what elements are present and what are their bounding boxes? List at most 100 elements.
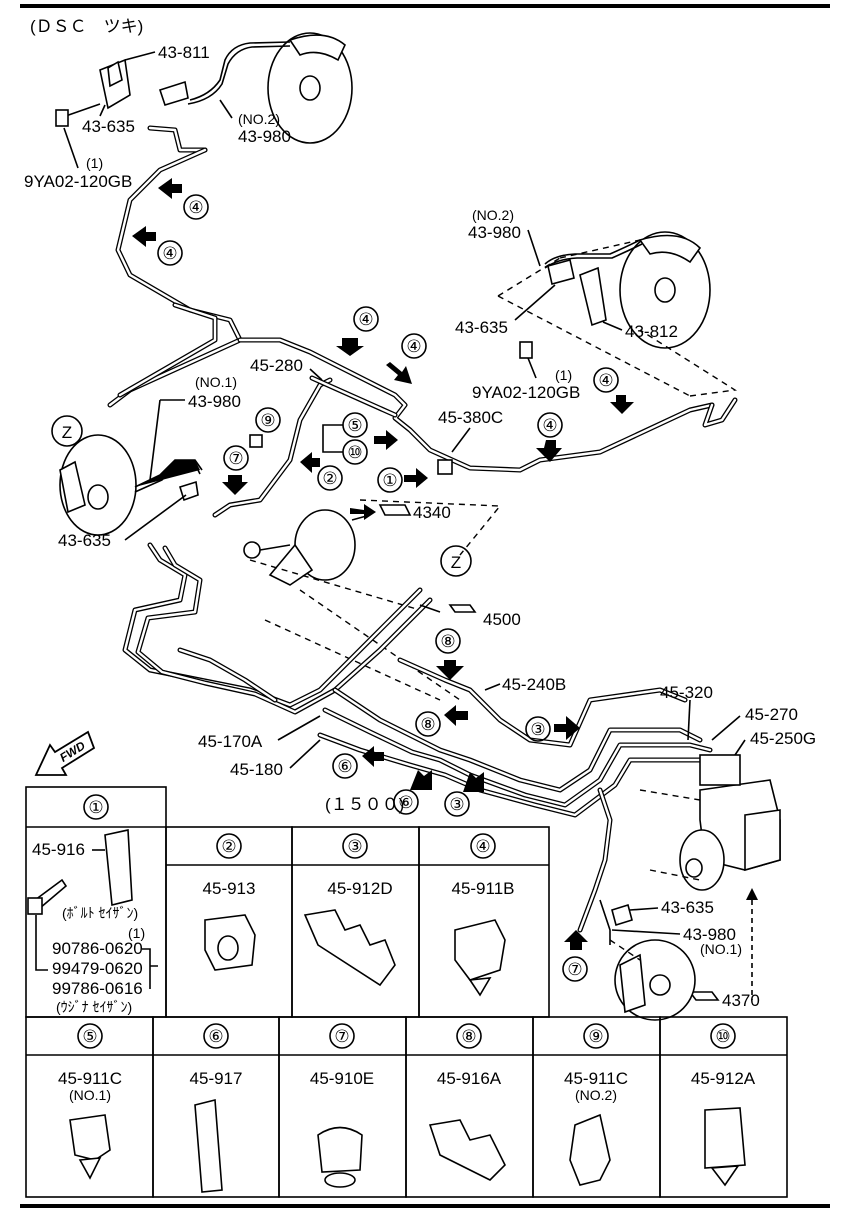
arrow-7-a: [222, 475, 248, 495]
ref-4340: 4340: [413, 503, 451, 522]
callout-6: ⑥: [398, 793, 413, 812]
clip-45-912d-shape: [303, 909, 396, 987]
table-num-7: ⑦: [334, 1027, 349, 1046]
ref-4370: 4370: [722, 991, 760, 1010]
label-1500: (１５００): [325, 795, 404, 814]
label-9ya02-b: 9YA02-120GB: [472, 383, 580, 402]
label-45-170a: 45-170A: [198, 732, 263, 751]
leader: [219, 99, 233, 119]
label-43-980-d: 43-980: [683, 925, 736, 944]
label-43-635-c: 43-635: [58, 531, 111, 550]
ref-4500: 4500: [483, 610, 521, 629]
zone-z-right: Z: [451, 553, 461, 572]
label-43-980-b-no: (NO.2): [472, 207, 514, 223]
leader: [99, 104, 106, 117]
callout-2: ②: [322, 469, 337, 488]
table-num-10: ⑩: [715, 1027, 730, 1046]
zone-z-left: Z: [62, 423, 72, 442]
label-43-980-a: 43-980: [238, 127, 291, 146]
table-part-45-911b: 45-911B: [451, 879, 514, 898]
table-part-45-911c-1: 45-911C: [58, 1069, 122, 1088]
callout-9: ⑨: [260, 411, 275, 430]
label-45-250g: 45-250G: [750, 729, 816, 748]
clip-45-917-shape: [194, 1098, 223, 1193]
table-num-5: ⑤: [82, 1027, 97, 1046]
table-code-2: 99479-0620: [52, 959, 143, 978]
parts-table: [25, 786, 788, 1198]
table-qty: (1): [128, 925, 145, 941]
label-45-240b: 45-240B: [502, 675, 566, 694]
callout-4: ④: [542, 416, 557, 435]
callout-5: ⑤: [347, 416, 362, 435]
table-part-45-917: 45-917: [190, 1069, 243, 1088]
table-num-9: ⑨: [588, 1027, 603, 1046]
callout-8: ⑧: [440, 632, 455, 651]
clip-45-916a-shape: [428, 1119, 506, 1181]
diagram-title: (ＤＳＣ ツキ): [30, 17, 143, 36]
label-45-270: 45-270: [745, 705, 798, 724]
arrow-4-b: [132, 226, 156, 247]
label-45-380c: 45-380C: [438, 408, 503, 427]
brake-assembly-rear-right: [599, 899, 696, 1021]
brake-assembly-front-left: [55, 32, 353, 153]
leader: [527, 229, 541, 267]
callout-3: ③: [449, 795, 464, 814]
table-num-3: ③: [347, 837, 362, 856]
label-9ya02-a: 9YA02-120GB: [24, 172, 132, 191]
brake-assembly-front-right: [519, 231, 711, 359]
arrow-2: [300, 452, 320, 473]
clip-45-911b-shape: [454, 919, 506, 981]
table-num-8: ⑧: [461, 1027, 476, 1046]
table-code-3: 99786-0616: [52, 979, 143, 998]
clip-45-916-shape: [104, 829, 133, 907]
clip-45-911c-1-shape: [69, 1114, 111, 1161]
table-part-45-911c-2: 45-911C: [564, 1069, 628, 1088]
fwd-arrow-icon: FWD: [34, 730, 96, 776]
callout-10: ⑩: [347, 443, 362, 462]
arrow-8-b: [444, 705, 468, 726]
clip-45-910e-shape: [317, 1126, 363, 1173]
callout-4: ④: [188, 198, 203, 217]
table-part-45-916a: 45-916A: [437, 1069, 502, 1088]
leader: [124, 51, 156, 61]
arrow-7-b: [564, 930, 588, 950]
brake-booster: [243, 509, 356, 586]
callout-circle: [183, 194, 209, 220]
table-num-6: ⑥: [208, 1027, 223, 1046]
leader: [63, 127, 79, 169]
label-45-280: 45-280: [250, 356, 303, 375]
label-43-980-c: 43-980: [188, 392, 241, 411]
leader: [602, 321, 623, 331]
table-nut-note: (ｳｼﾞﾅ ｾｲｻﾞﾝ): [56, 999, 132, 1015]
label-9ya-a-qty: (1): [86, 155, 103, 171]
leader: [149, 399, 161, 481]
callout-6: ⑥: [337, 757, 352, 776]
table-part-45-913: 45-913: [203, 879, 256, 898]
hydraulic-unit: [679, 754, 781, 891]
clip-45-912a-shape: [704, 1107, 746, 1169]
arrow-8-a: [436, 660, 464, 680]
hand-pointer-icon: [448, 604, 477, 613]
label-43-812: 43-812: [625, 322, 678, 341]
label-43-980-a-no: (NO.2): [238, 111, 280, 127]
arrow-4-a: [158, 178, 182, 199]
label-43-811: 43-811: [158, 43, 210, 62]
callout-7: ⑦: [567, 960, 582, 979]
table-code-1: 90786-0620: [52, 939, 143, 958]
brake-assembly-rear-left: [59, 434, 203, 536]
table-sub-no2: (NO.2): [575, 1087, 617, 1103]
pipe-bundle-a: [122, 542, 423, 708]
label-45-320: 45-320: [660, 683, 713, 702]
table-bolt-note: (ﾎﾞﾙﾄ ｾｲｻﾞﾝ): [62, 905, 138, 921]
arrow-3-b: [463, 772, 484, 792]
label-45-180: 45-180: [230, 760, 283, 779]
label-43-980-d-no: (NO.1): [700, 941, 742, 957]
callout-3: ③: [530, 720, 545, 739]
arrow-5: [374, 430, 398, 450]
arrow-6-b: [410, 770, 432, 790]
table-part-45-912a: 45-912A: [691, 1069, 756, 1088]
callout-7: ⑦: [228, 449, 243, 468]
label-43-635-a: 43-635: [82, 117, 135, 136]
callout-1: ①: [382, 471, 397, 490]
